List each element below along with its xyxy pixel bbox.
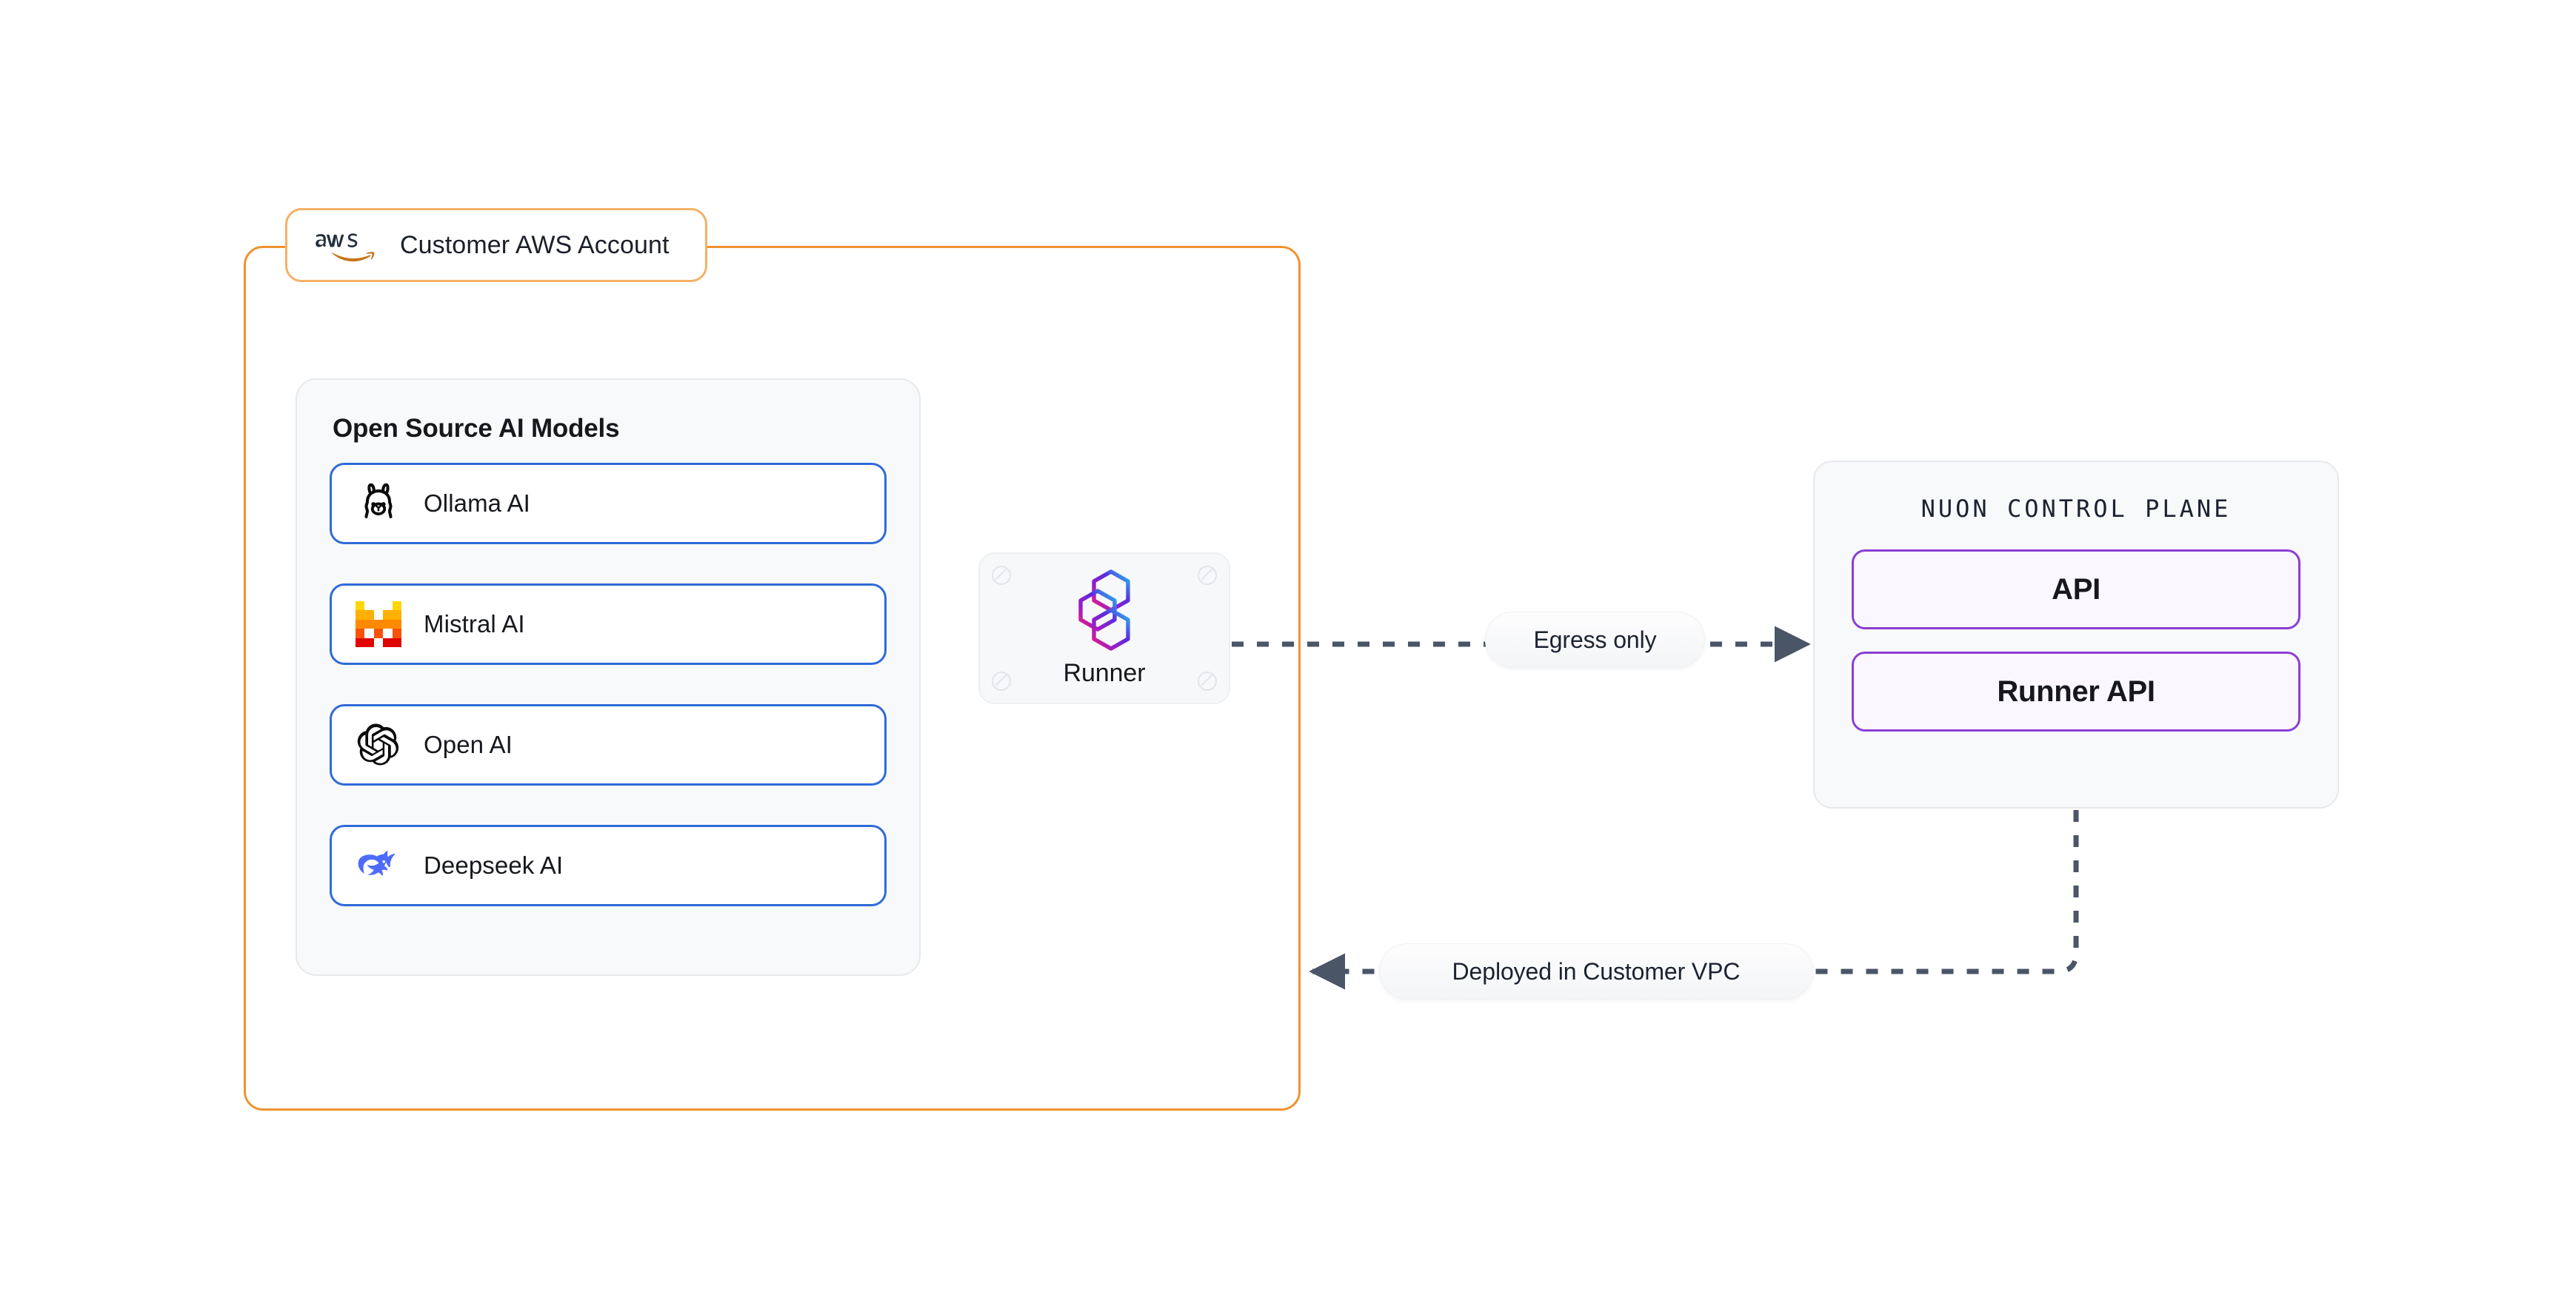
model-label-deepseek: Deepseek AI xyxy=(424,851,564,879)
control-plane-box-runner-api-label: Runner API xyxy=(1997,675,2155,708)
openai-knot-icon xyxy=(357,723,399,766)
control-plane-box-api[interactable]: API xyxy=(1852,549,2300,629)
aws-account-badge: Customer AWS Account xyxy=(285,208,707,282)
edge-label-egress-only-text: Egress only xyxy=(1533,626,1657,653)
edge-label-egress-only: Egress only xyxy=(1485,612,1705,668)
screw-icon-bottom-right xyxy=(1198,672,1217,691)
edge-label-deployed-in-customer-vpc: Deployed in Customer VPC xyxy=(1379,943,1813,1000)
screw-icon-top-left xyxy=(992,566,1011,585)
aws-account-label: Customer AWS Account xyxy=(400,230,670,259)
runner-node[interactable]: Runner xyxy=(978,552,1230,704)
nuon-control-plane-panel: NUON CONTROL PLANE API Runner API xyxy=(1813,461,2339,809)
model-card-deepseek[interactable]: Deepseek AI xyxy=(330,825,887,906)
deepseek-whale-icon xyxy=(358,851,396,876)
models-panel-title: Open Source AI Models xyxy=(333,414,620,443)
model-card-mistral[interactable]: Mistral AI xyxy=(330,583,887,665)
model-label-ollama: Ollama AI xyxy=(424,489,530,517)
nuon-hexagon-logo-icon xyxy=(1078,569,1130,651)
screw-icon-top-right xyxy=(1198,566,1217,585)
control-plane-box-api-label: API xyxy=(2052,572,2100,606)
aws-account-boundary xyxy=(244,246,1301,1111)
mistral-logo-icon xyxy=(356,601,401,647)
model-card-ollama[interactable]: Ollama AI xyxy=(330,463,887,544)
control-plane-title: NUON CONTROL PLANE xyxy=(1921,495,2232,523)
model-card-openai[interactable]: Open AI xyxy=(330,704,887,786)
open-source-models-panel: Open Source AI Models Ollama AI M xyxy=(296,378,921,976)
edge-label-deployed-in-customer-vpc-text: Deployed in Customer VPC xyxy=(1452,957,1741,985)
screw-icon-bottom-left xyxy=(992,672,1011,691)
ollama-llama-icon xyxy=(364,483,393,518)
model-label-mistral: Mistral AI xyxy=(424,610,525,638)
control-plane-box-runner-api[interactable]: Runner API xyxy=(1852,652,2300,732)
runner-node-label: Runner xyxy=(1063,659,1146,687)
aws-logo-icon xyxy=(316,233,375,262)
model-label-openai: Open AI xyxy=(424,731,513,758)
